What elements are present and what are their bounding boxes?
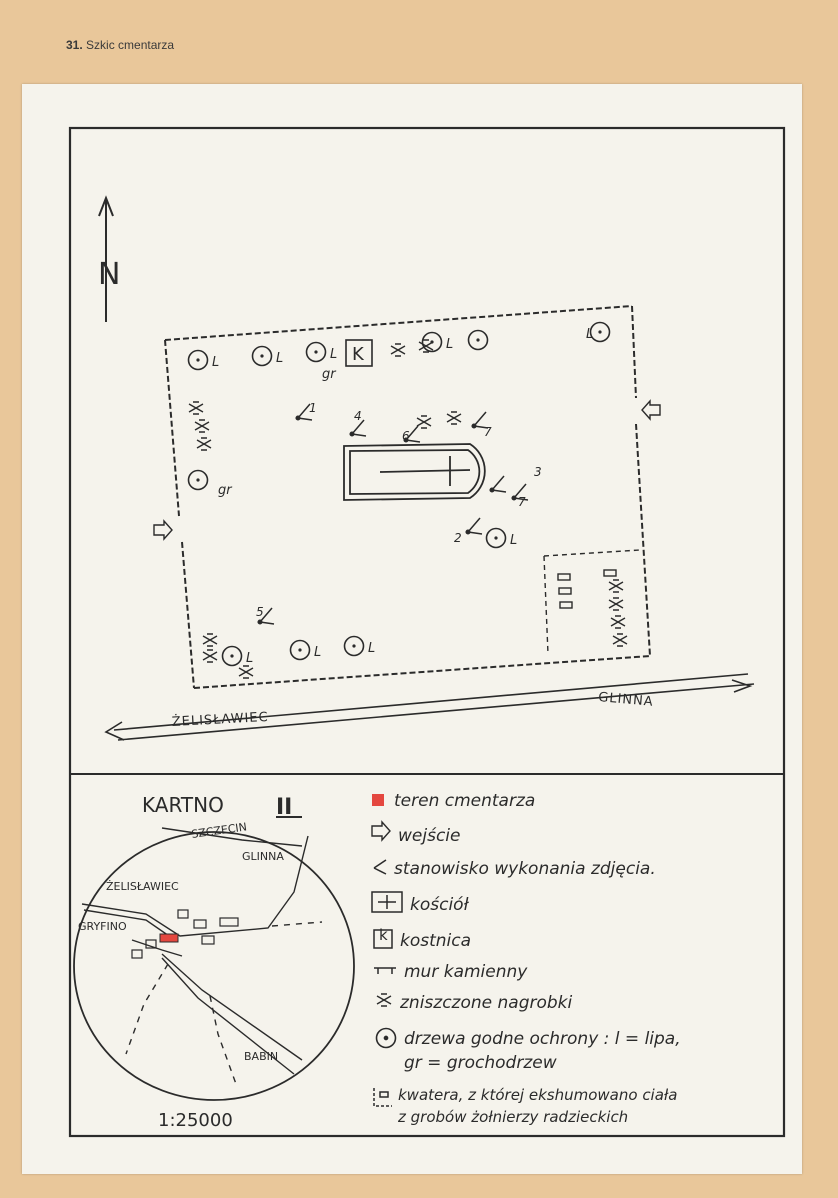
photo-point-label: 5 (256, 605, 264, 619)
cemetery-wall (164, 305, 651, 689)
entry-west-icon (153, 520, 173, 540)
legend-photo-icon (373, 859, 387, 875)
tree-icon (485, 527, 507, 549)
tree-icon (251, 345, 273, 367)
cemetery-sketch: N K L L L L L L L L L gr (68, 126, 786, 1138)
grave-icon (608, 579, 624, 593)
tree-lipa-label: L (212, 355, 219, 370)
legend-wall-icon (374, 967, 396, 974)
tree-icon (305, 341, 327, 363)
page-number: 31. (66, 38, 83, 52)
tree-icon (589, 321, 611, 343)
tree-icon (467, 329, 489, 351)
tree-lipa-label: L (276, 351, 283, 366)
grave-icon (194, 419, 210, 433)
place-szczecin: SZCZECIN (191, 820, 248, 841)
tree-icon (343, 635, 365, 657)
tree-lipa-label: L (510, 533, 517, 548)
tree-lipa-label: L (368, 641, 375, 656)
road (104, 673, 755, 741)
legend-item-text: gr = grochodrzew (404, 1053, 557, 1073)
grave-icon (390, 343, 406, 357)
cemetery-location-marker (159, 933, 179, 943)
legend-item-text: wejście (398, 826, 460, 846)
legend-kostnica-icon (373, 929, 393, 949)
legend-item-text: teren cmentarza (394, 791, 535, 811)
north-label: N (98, 257, 120, 292)
photo-point-label: 7 (518, 495, 526, 509)
grave-icon (416, 415, 432, 429)
grave-icon (202, 649, 218, 663)
road-label-glinna: GLINNA (598, 690, 655, 710)
legend (371, 794, 403, 1107)
grave-icon (610, 615, 626, 629)
svg-text:k: k (379, 926, 388, 944)
tree-gr-label: gr (322, 367, 337, 382)
tree-lipa-label: L (330, 347, 337, 362)
page-title: Szkic cmentarza (86, 38, 175, 52)
north-arrow (98, 195, 114, 322)
outer-frame (68, 126, 786, 1138)
legend-item-text: drzewa godne ochrony : l = lipa, (404, 1029, 681, 1049)
grave-icon (446, 411, 462, 425)
grave-icon (612, 633, 628, 647)
legend-fill-icon (372, 794, 384, 806)
legend-tree-icon (375, 1027, 397, 1049)
legend-quarter-icon (373, 1088, 392, 1107)
kostnica-letter: K (352, 344, 365, 365)
grave-icon (608, 597, 624, 611)
place-glinna: GLINNA (242, 850, 284, 863)
tree-icon (187, 349, 209, 371)
church-icon (343, 443, 486, 501)
locator-title: KARTNO (142, 793, 224, 817)
photo-point-label: 1 (309, 401, 317, 415)
locator-roman: II (276, 795, 292, 820)
tree-icon (289, 639, 311, 661)
photo-point-label: 2 (454, 531, 462, 545)
place-gryfino: GRYFINO (78, 920, 127, 933)
tree-gr-label: gr (218, 483, 233, 498)
kostnica-icon (345, 339, 373, 367)
legend-item-text: zniszczone nagrobki (399, 993, 573, 1013)
grave-icon (202, 633, 218, 647)
locator-scale: 1:25000 (158, 1110, 233, 1131)
photo-point-icon (489, 475, 507, 493)
tree-lipa-label: L (586, 327, 593, 342)
destroyed-graves (188, 339, 628, 679)
legend-item-text: stanowisko wykonania zdjęcia. (394, 859, 656, 879)
grave-icon (188, 401, 204, 415)
legend-item-text: kostnica (400, 931, 471, 951)
photo-point-label: 6 (402, 429, 410, 443)
tree-lipa-label: L (314, 645, 321, 660)
photo-point-icon (465, 517, 483, 535)
legend-item-text: mur kamienny (404, 962, 528, 982)
place-zelislawiec: ŻELISŁAWIEC (106, 880, 179, 893)
war-graves-quarter (543, 549, 641, 655)
sketch-sheet: N K L L L L L L L L L gr (22, 84, 802, 1174)
legend-item-text: kościół (410, 895, 470, 915)
tree-icon (187, 469, 209, 491)
legend-grave-icon (376, 993, 392, 1007)
road-label-zelislawiec: ŻELISŁAWIEC (171, 709, 269, 730)
photo-point-label: 7 (484, 425, 492, 439)
legend-church-icon (371, 891, 403, 913)
place-babin: BABIN (244, 1050, 278, 1063)
locator-map: SZCZECIN GLINNA ŻELISŁAWIEC GRYFINO BABI… (73, 820, 355, 1101)
entry-east-icon (641, 400, 661, 420)
tree-lipa-label: L (446, 337, 453, 352)
page-header: 31. Szkic cmentarza (66, 38, 174, 52)
legend-item-text: z grobów żołnierzy radzieckich (397, 1108, 628, 1126)
grave-icon (238, 665, 254, 679)
legend-entry-icon (371, 821, 391, 841)
legend-item-text: kwatera, z której ekshumowano ciała (398, 1086, 677, 1104)
tree-icon (221, 645, 243, 667)
tree-lipa-label: L (246, 651, 253, 666)
grave-icon (196, 437, 212, 451)
photo-point-label: 3 (534, 465, 542, 479)
photo-point-label: 4 (354, 409, 362, 423)
